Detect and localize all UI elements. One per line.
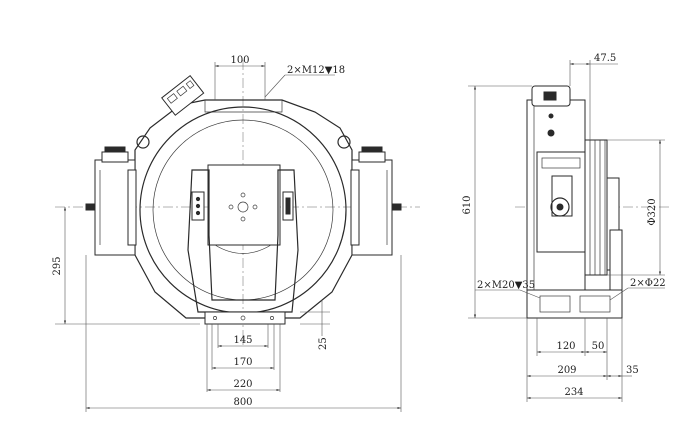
hub-bolt (252, 204, 258, 210)
dim-top-width: 100 (230, 55, 249, 66)
hole-note-diameter: 2×Φ22 (630, 278, 666, 289)
left-lifting-eye (136, 135, 150, 149)
side-base (526, 289, 623, 319)
hub-bolt (228, 204, 234, 210)
dim-50: 50 (592, 341, 605, 352)
hub-bolt (240, 192, 246, 198)
terminal-box (161, 74, 205, 116)
dim-overall-width: 800 (233, 397, 252, 408)
sheave-arc (214, 244, 272, 254)
dim-220: 220 (233, 379, 252, 390)
dim-209: 209 (557, 365, 576, 376)
dim-25: 25 (318, 337, 329, 350)
hole-note-base: 2×M20▼35 (477, 280, 535, 291)
hub-plate (207, 164, 281, 246)
right-lifting-eye (337, 135, 351, 149)
dim-234: 234 (564, 387, 583, 398)
traction-sheave (584, 139, 608, 276)
dim-35: 35 (626, 365, 639, 376)
dim-top-offset: 47.5 (594, 53, 616, 64)
side-view: 47.5 610 Φ320 2×M20▼35 2×Φ22 120 50 209 … (462, 53, 670, 402)
dim-145: 145 (233, 335, 252, 346)
foot-hole (240, 315, 246, 321)
front-view: 100 2×M12▼18 295 25 145 170 220 800 (52, 55, 420, 412)
support-frame (187, 169, 299, 313)
left-brake-unit (85, 146, 137, 256)
dim-height: 295 (52, 256, 63, 275)
hub-bolt (240, 216, 246, 222)
dim-overall-height: 610 (462, 195, 473, 214)
dim-170: 170 (233, 357, 252, 368)
hole-note-top: 2×M12▼18 (287, 65, 345, 76)
foot-hole (213, 316, 217, 320)
side-shaft-end (550, 197, 570, 217)
dim-120: 120 (556, 341, 575, 352)
right-brake-unit (350, 146, 402, 256)
foot-hole (270, 316, 274, 320)
hub-bore (237, 201, 249, 213)
housing-top-band (204, 100, 283, 113)
dim-sheave-diameter: Φ320 (647, 198, 658, 225)
